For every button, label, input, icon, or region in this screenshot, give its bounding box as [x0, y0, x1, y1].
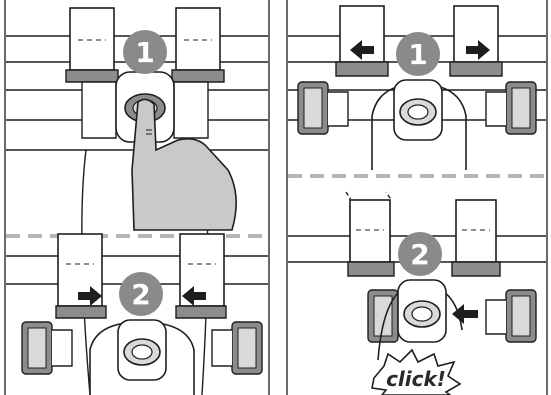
strap-left-top	[70, 8, 114, 70]
strap-left-bottom	[56, 234, 106, 318]
panel-right: 1	[286, 0, 548, 395]
step-badge-1-right: 1	[396, 32, 440, 76]
step-badge-1-left: 1	[123, 30, 167, 74]
left-illustration: 1 2	[6, 0, 268, 395]
strap-right-bottom	[452, 200, 500, 276]
buckle-tongue-icon	[486, 290, 536, 342]
buckle-tongue-icon	[212, 322, 262, 374]
strap-right-top	[176, 8, 220, 70]
buckle-bottom	[90, 320, 194, 395]
svg-text:2: 2	[410, 238, 429, 271]
svg-text:2: 2	[131, 278, 150, 311]
panel-left: 1 2	[4, 0, 270, 395]
right-illustration: 1	[288, 0, 546, 395]
strap-right-bottom	[176, 234, 226, 318]
strap-left-bottom	[346, 192, 394, 276]
click-burst-icon: click!	[372, 350, 460, 395]
click-label: click!	[386, 367, 446, 391]
strap-right-top	[450, 6, 502, 76]
svg-text:1: 1	[408, 38, 427, 71]
svg-text:1: 1	[135, 36, 154, 69]
buckle-top	[372, 80, 466, 170]
step-badge-2-right: 2	[398, 232, 442, 276]
buckle-tongue-icon	[22, 322, 72, 374]
step-badge-2-left: 2	[119, 272, 163, 316]
